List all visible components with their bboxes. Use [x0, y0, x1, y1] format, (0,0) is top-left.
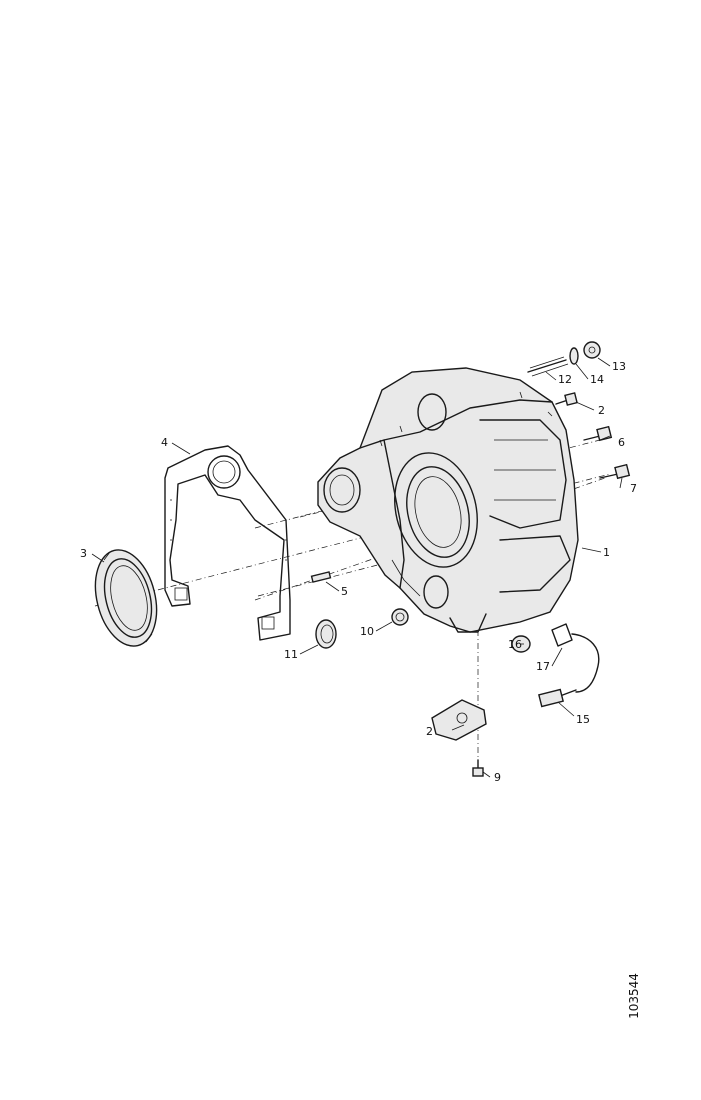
rear-crankshaft-seal [94, 549, 158, 647]
callout-4: 4 [161, 436, 168, 449]
dowel-pin [310, 571, 332, 583]
screw-six [583, 425, 613, 442]
drawing-number: 103544 [627, 973, 641, 1019]
callout-6: 6 [618, 436, 625, 449]
plug [315, 619, 337, 649]
callout-7: 7 [630, 482, 637, 495]
callout-labels: 1 2 2 3 4 5 6 7 9 10 11 12 13 14 15 16 1… [80, 360, 637, 784]
callout-16: 16 [508, 638, 522, 651]
screw-upper [555, 392, 578, 406]
bottom-screw [472, 759, 484, 777]
callout-2-lower: 2 [426, 725, 433, 738]
housing-gasket [164, 445, 291, 641]
cover-plate [431, 699, 487, 741]
callout-3: 3 [80, 547, 87, 560]
callout-1: 1 [603, 546, 610, 559]
callout-10: 10 [360, 625, 374, 638]
callout-9: 9 [494, 771, 501, 784]
nut [391, 608, 409, 626]
callout-12: 12 [558, 373, 572, 386]
callout-5: 5 [341, 585, 348, 598]
stud-washer-nut-set [527, 341, 601, 377]
speed-sensor-with-cable [511, 623, 600, 708]
flywheel-housing [317, 367, 579, 633]
callout-14: 14 [590, 373, 604, 386]
screw-seven [599, 463, 631, 480]
callout-13: 13 [612, 360, 626, 373]
callout-2-upper: 2 [598, 404, 605, 417]
callout-17: 17 [536, 660, 550, 673]
callout-11: 11 [284, 648, 298, 661]
drawing-reference: 103544 [622, 968, 646, 1024]
callout-leaders [91, 357, 623, 778]
callout-15: 15 [576, 713, 590, 726]
